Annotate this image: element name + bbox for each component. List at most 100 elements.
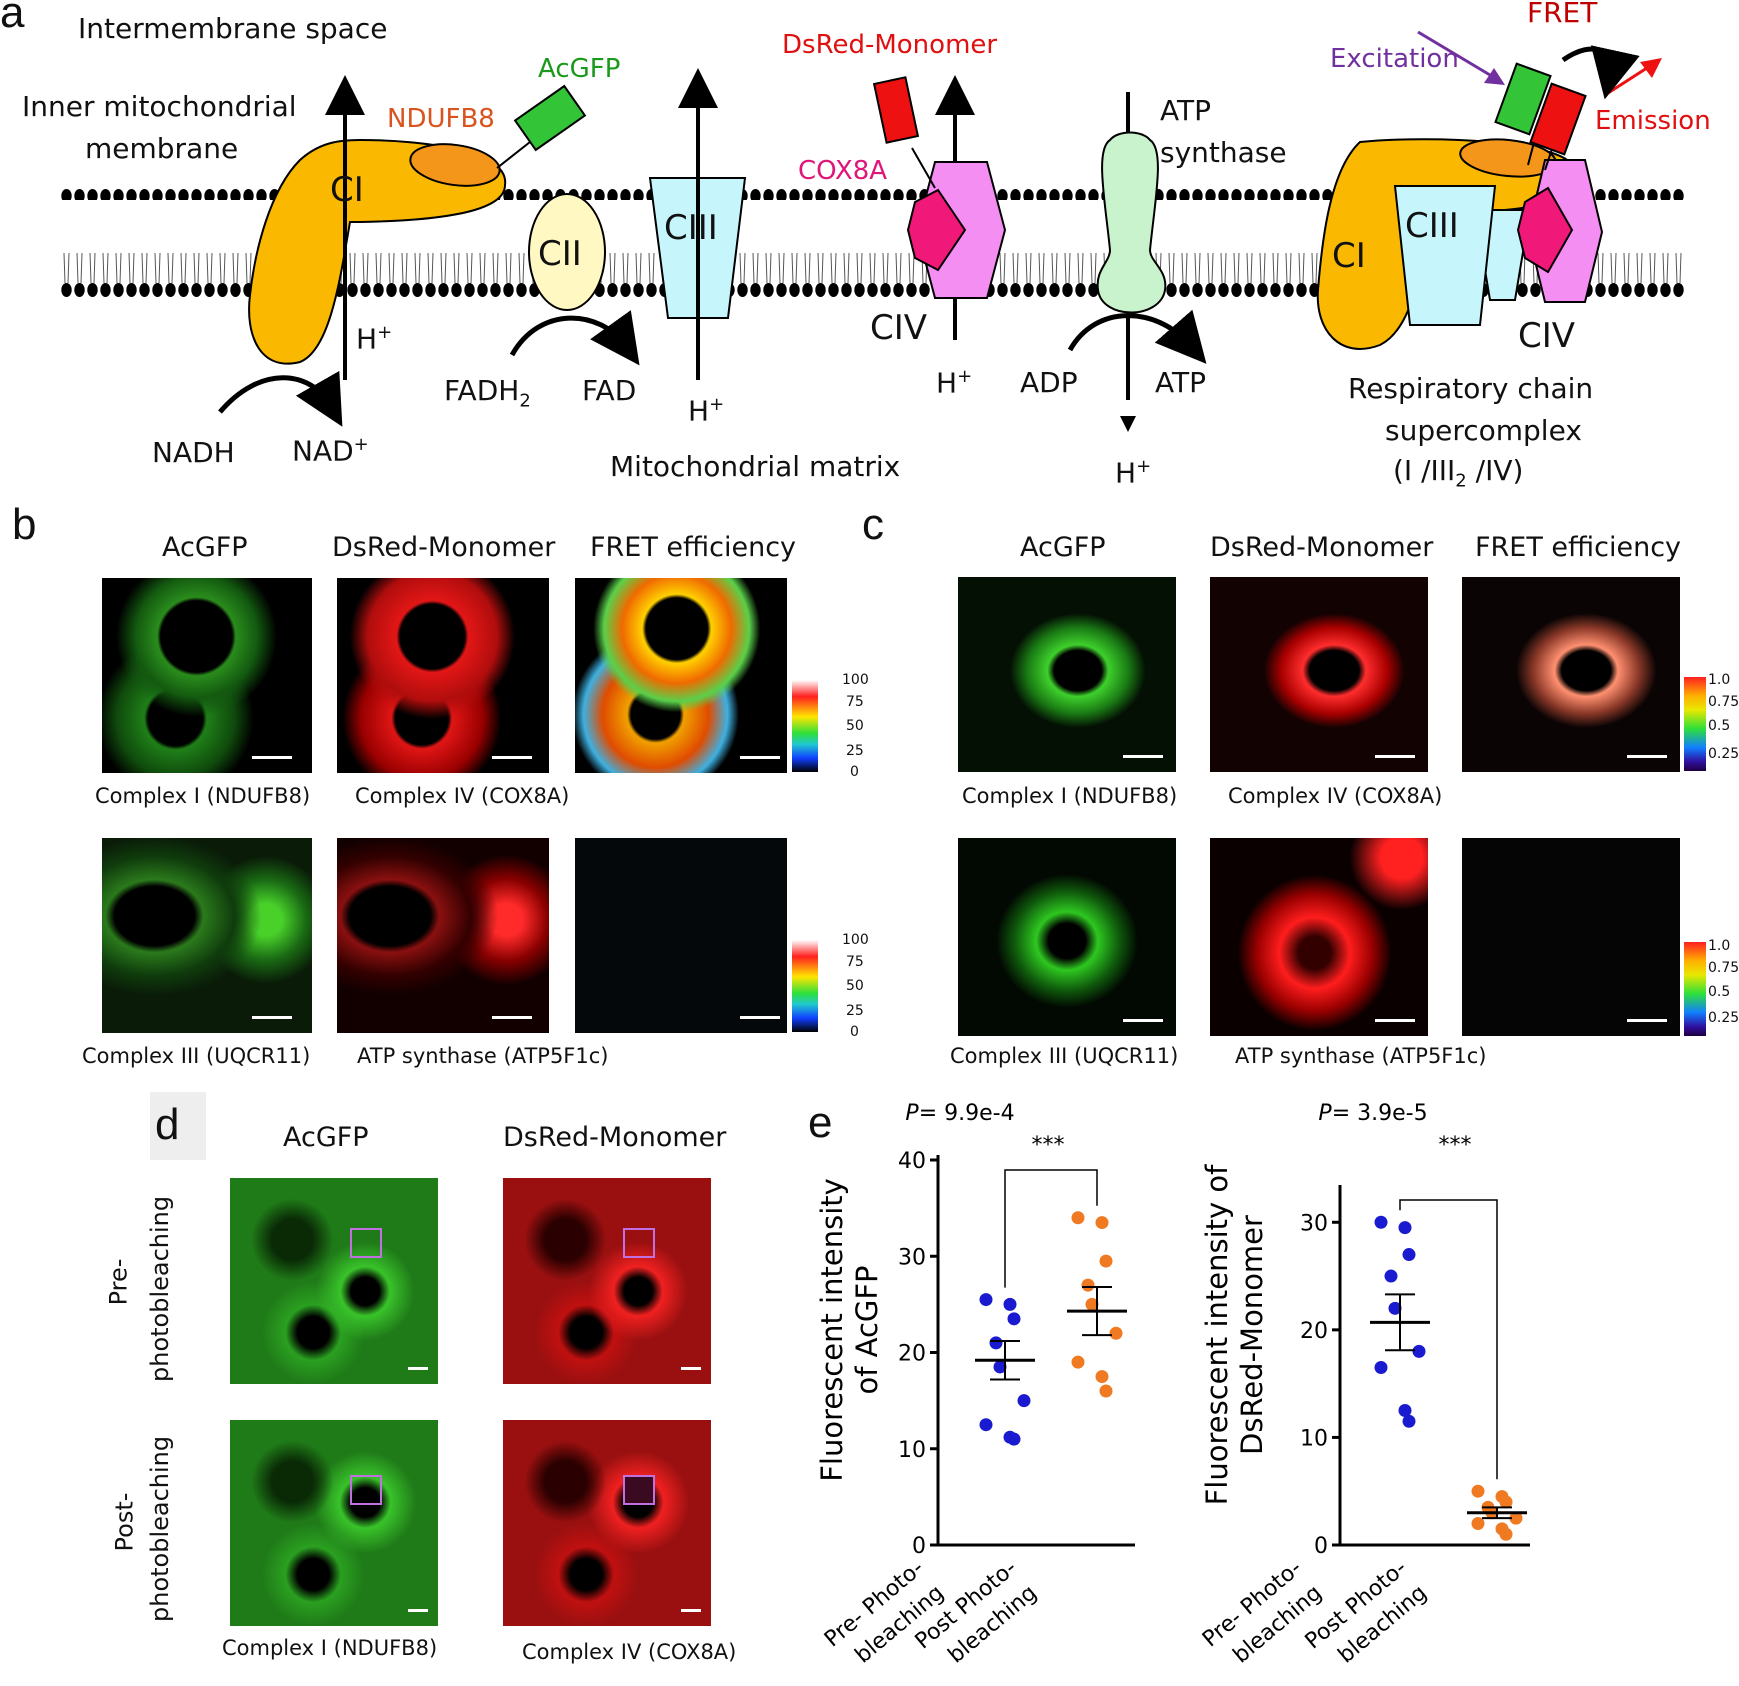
chart-significance: *** <box>1032 1133 1065 1158</box>
chart-acgfp: P= 9.9e-4 *** Fluorescent intensity of A… <box>815 1101 1135 1668</box>
y-tick-label: 30 <box>898 1245 926 1270</box>
label-h-plus-civ: H+ <box>936 366 973 400</box>
data-point <box>1402 1248 1416 1262</box>
b-img-acgfp-complex-iii <box>102 838 312 1033</box>
b-colorbar-top <box>792 680 818 772</box>
b-colorbar-tick: 25 <box>846 743 864 759</box>
panel-d-row-post: Post- photobleaching <box>110 1430 228 1622</box>
chart-ylabel-1: Fluorescent intensity <box>815 1178 849 1482</box>
significance-bracket <box>1399 1199 1498 1480</box>
c-img-acgfp-complex-i <box>958 577 1176 772</box>
label-h-plus-ciii: H+ <box>688 394 725 428</box>
d-img-acgfp-post <box>230 1420 438 1626</box>
label-dsred: DsRed-Monomer <box>782 30 998 60</box>
data-point <box>1095 1216 1109 1230</box>
data-point <box>1374 1361 1388 1374</box>
label-adp: ADP <box>1020 366 1078 399</box>
data-point <box>1412 1344 1426 1358</box>
data-point <box>1003 1297 1017 1311</box>
b-colorbar-tick: 0 <box>850 764 859 780</box>
row-label-post-2: photobleaching <box>146 1435 174 1622</box>
data-point <box>1388 1301 1402 1315</box>
data-point <box>1099 1254 1113 1268</box>
c-colorbar-tick: 0.5 <box>1708 718 1731 734</box>
data-point <box>1374 1215 1388 1229</box>
label-fad: FAD <box>582 374 637 407</box>
b-img-acgfp-complex-i <box>102 578 312 773</box>
b-colorbar-tick: 0 <box>850 1024 859 1040</box>
data-point <box>1081 1278 1095 1292</box>
d-img-acgfp-pre <box>230 1178 438 1384</box>
b-caption-complex-iv: Complex IV (COX8A) <box>355 784 570 808</box>
label-ciii: CIII <box>664 208 718 248</box>
data-point <box>993 1360 1007 1374</box>
label-supercomplex-1: Respiratory chain <box>1348 372 1594 405</box>
c-img-dsred-complex-iv <box>1210 577 1428 772</box>
chart-ylabel-2: DsRed-Monomer <box>1235 1215 1269 1455</box>
data-point <box>1398 1404 1412 1418</box>
label-cii: CII <box>538 234 582 274</box>
data-point <box>1007 1432 1021 1446</box>
label-h-plus-ci: H+ <box>356 322 393 356</box>
data-point <box>1471 1516 1485 1530</box>
c-img-dsred-atp-synthase <box>1210 838 1428 1036</box>
c-colorbar-tick: 1.0 <box>1708 938 1731 954</box>
y-tick-label: 0 <box>1314 1534 1328 1559</box>
ndufb8-shape <box>409 143 501 187</box>
label-atp-synthase-2: synthase <box>1160 136 1287 169</box>
label-emission: Emission <box>1595 106 1711 136</box>
label-inner-membrane-2: membrane <box>85 132 239 165</box>
panel-a-letter: a <box>0 0 25 37</box>
c-colorbar-bottom <box>1684 942 1706 1036</box>
c-colorbar-tick: 0.75 <box>1708 694 1739 710</box>
data-point <box>1071 1211 1085 1225</box>
data-point <box>1398 1221 1412 1235</box>
label-atp: ATP <box>1155 366 1206 399</box>
data-point <box>979 1293 993 1307</box>
label-nadh: NADH <box>152 436 235 469</box>
data-point <box>1007 1312 1021 1326</box>
c-img-acgfp-complex-iii <box>958 838 1176 1036</box>
b-colorbar-tick: 75 <box>846 694 864 710</box>
c-caption-complex-iv: Complex IV (COX8A) <box>1228 784 1443 808</box>
d-caption-complex-i: Complex I (NDUFB8) <box>222 1636 438 1660</box>
c-colorbar-tick: 0.5 <box>1708 984 1731 1000</box>
panel-b-header-fret: FRET efficiency <box>590 532 797 563</box>
label-fret: FRET <box>1527 0 1598 29</box>
c-caption-atp-synthase: ATP synthase (ATP5F1c) <box>1235 1044 1487 1068</box>
c-caption-complex-i: Complex I (NDUFB8) <box>962 784 1178 808</box>
c-img-fret-complex-iii-atp <box>1462 838 1680 1036</box>
chart-p-value: P= 3.9e-5 <box>1318 1101 1427 1126</box>
panel-d-letter-bg <box>150 1092 206 1160</box>
panel-c-header-acgfp: AcGFP <box>1020 532 1106 563</box>
d-caption-complex-iv: Complex IV (COX8A) <box>522 1640 737 1664</box>
complex-ii-shape <box>528 193 606 311</box>
y-tick-label: 40 <box>898 1149 926 1174</box>
panel-e-letter: e <box>808 1098 833 1147</box>
acgfp-box <box>513 84 587 152</box>
data-point <box>1384 1269 1398 1283</box>
y-tick-label: 0 <box>912 1534 926 1559</box>
b-img-dsred-atp-synthase <box>337 838 549 1033</box>
data-point <box>1402 1414 1416 1428</box>
panel-d-header-dsred: DsRed-Monomer <box>503 1122 727 1153</box>
panel-c-header-dsred: DsRed-Monomer <box>1210 532 1434 563</box>
label-ndufb8: NDUFB8 <box>387 104 495 134</box>
b-caption-atp-synthase: ATP synthase (ATP5F1c) <box>357 1044 609 1068</box>
label-intermembrane-space: Intermembrane space <box>78 12 388 45</box>
label-acgfp: AcGFP <box>538 54 621 84</box>
supercomplex-acgfp-box <box>1494 62 1552 136</box>
y-tick-label: 20 <box>1300 1319 1328 1344</box>
label-matrix: Mitochondrial matrix <box>610 450 901 483</box>
supercomplex-dsred-box <box>1529 82 1587 156</box>
data-point <box>989 1336 1003 1350</box>
panel-d-letter: d <box>155 1100 180 1149</box>
c-caption-complex-iii: Complex III (UQCR11) <box>950 1044 1179 1068</box>
label-supercomplex-civ: CIV <box>1518 316 1576 356</box>
chart-ylabel-1: Fluorescent intensity of <box>1200 1164 1234 1506</box>
cox8a-shape <box>906 188 967 272</box>
chart-ylabel-2: of AcGFP <box>850 1265 884 1394</box>
label-supercomplex-3: (I /III2 /IV) <box>1393 454 1524 492</box>
chart-dsred: P= 3.9e-5 *** Fluorescent intensity of D… <box>1198 1101 1530 1668</box>
b-img-fret-complex-iii-atp <box>575 838 787 1033</box>
